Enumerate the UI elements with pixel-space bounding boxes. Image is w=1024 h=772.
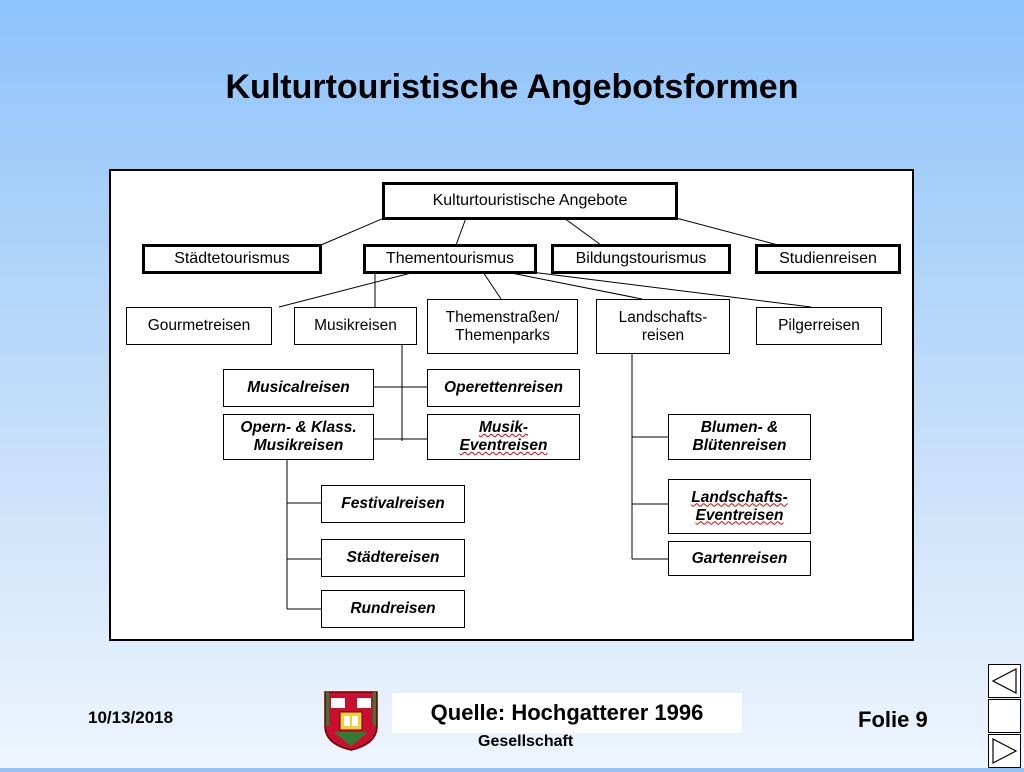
node-musikreisen: Musikreisen (294, 307, 417, 345)
node-rundreisen: Rundreisen (321, 590, 465, 628)
node-landschafts-eventreisen: Landschafts- Eventreisen (668, 479, 811, 534)
node-gartenreisen: Gartenreisen (668, 541, 811, 576)
hierarchy-diagram: Kulturtouristische Angebote Städtetouris… (109, 169, 914, 641)
node-themenstrassen: Themenstraßen/ Themenparks (427, 299, 578, 354)
node-staedtereisen: Städtereisen (321, 539, 465, 577)
root-node: Kulturtouristische Angebote (382, 182, 678, 220)
node-pilgerreisen: Pilgerreisen (756, 307, 882, 345)
node-blumen-bluetenreisen: Blumen- & Blütenreisen (668, 414, 811, 460)
previous-slide-button[interactable] (988, 664, 1021, 698)
node-staedtetourismus: Städtetourismus (142, 244, 322, 274)
organization-label: Gesellschaft (478, 733, 574, 750)
triangle-left-icon (991, 668, 1017, 694)
slide-title: Kulturtouristische Angebotsformen (225, 68, 799, 106)
node-landschaftsreisen: Landschafts- reisen (596, 299, 730, 354)
node-operettenreisen: Operettenreisen (427, 369, 580, 407)
slide-menu-button[interactable] (988, 699, 1021, 733)
node-thementourismus: Thementourismus (363, 244, 537, 274)
node-bildungstourismus: Bildungstourismus (551, 244, 731, 274)
source-citation: Quelle: Hochgatterer 1996 (392, 693, 742, 733)
coat-of-arms-icon (322, 690, 380, 757)
node-studienreisen: Studienreisen (755, 244, 901, 274)
slide-number: Folie 9 (858, 707, 928, 732)
node-opern-klass-musikreisen: Opern- & Klass. Musikreisen (223, 414, 374, 460)
node-musicalreisen: Musicalreisen (223, 369, 374, 407)
connector-lines (278, 217, 812, 610)
node-musik-eventreisen: Musik- Eventreisen (427, 414, 580, 460)
triangle-right-icon (992, 738, 1018, 764)
node-festivalreisen: Festivalreisen (321, 485, 465, 523)
slide-date: 10/13/2018 (88, 708, 174, 727)
next-slide-button[interactable] (988, 734, 1021, 768)
node-gourmetreisen: Gourmetreisen (126, 307, 272, 345)
